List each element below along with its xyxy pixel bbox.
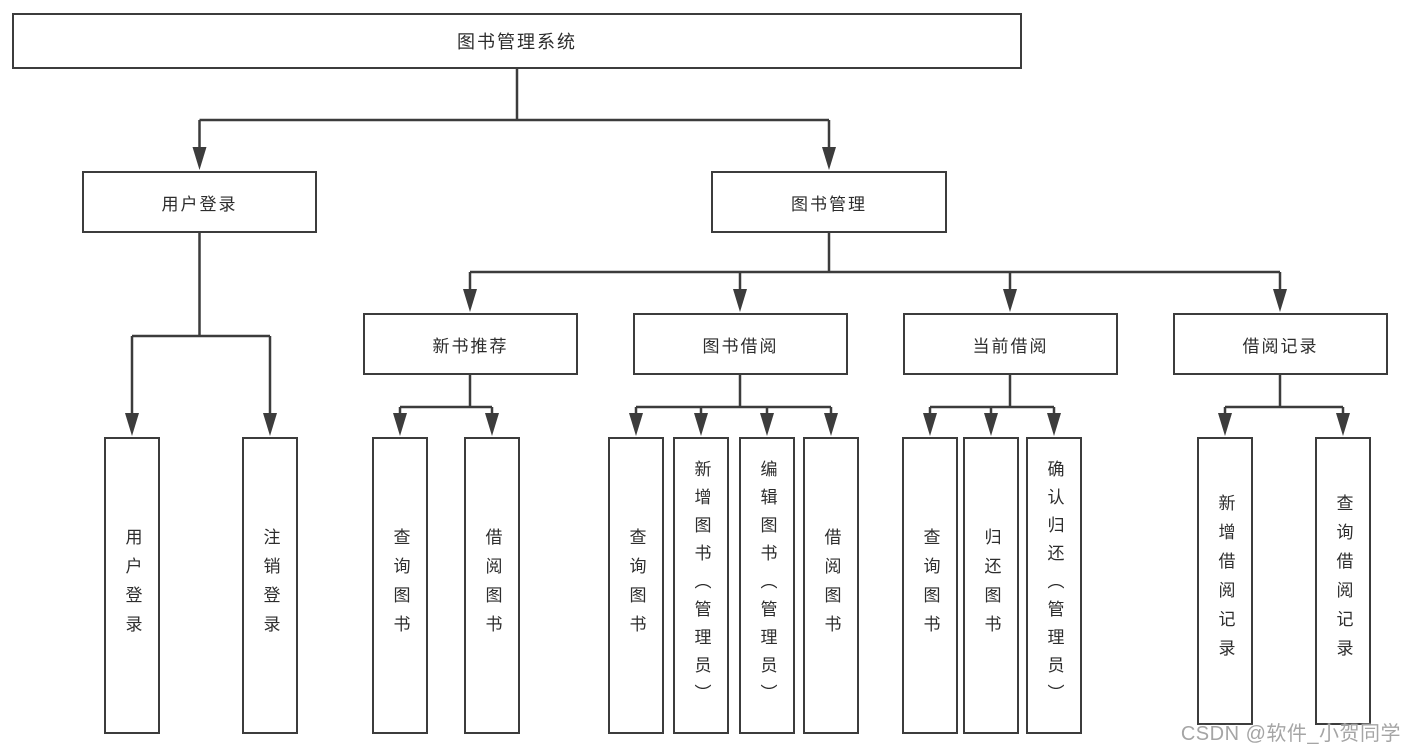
node-library-system: 图书管理系统	[12, 13, 1022, 69]
leaf-query-books-current-label: 查询图书	[920, 527, 940, 644]
leaf-borrow-books-recommend: 借阅图书	[464, 437, 520, 734]
leaf-add-borrow-record-label: 新增借阅记录	[1215, 494, 1235, 668]
leaf-query-books-recommend: 查询图书	[372, 437, 428, 734]
node-user-login-label: 用户登录	[161, 194, 238, 214]
node-current-borrowing: 当前借阅	[903, 313, 1118, 375]
leaf-query-books-borrow-label: 查询图书	[626, 527, 646, 644]
leaf-confirm-return-admin: 确认归还（管理员）	[1026, 437, 1082, 734]
leaf-borrow-books: 借阅图书	[803, 437, 859, 734]
arrowheads	[125, 147, 1350, 436]
leaf-borrow-books-recommend-label: 借阅图书	[482, 527, 502, 644]
leaf-confirm-return-admin-label: 确认归还（管理员）	[1044, 459, 1064, 712]
leaf-add-borrow-record: 新增借阅记录	[1197, 437, 1253, 725]
node-library-system-label: 图书管理系统	[457, 32, 577, 52]
leaf-query-borrow-record: 查询借阅记录	[1315, 437, 1371, 725]
node-book-borrowing-label: 图书借阅	[702, 336, 779, 356]
leaf-logout-label: 注销登录	[260, 527, 280, 644]
node-borrowing-records-label: 借阅记录	[1242, 336, 1319, 356]
leaf-logout: 注销登录	[242, 437, 298, 734]
csdn-watermark: CSDN @软件_小贺同学	[1180, 723, 1401, 745]
leaf-user-login: 用户登录	[104, 437, 160, 734]
leaf-edit-books-admin-label: 编辑图书（管理员）	[757, 459, 777, 712]
node-book-management: 图书管理	[711, 171, 947, 233]
leaf-query-books-current: 查询图书	[902, 437, 958, 734]
node-borrowing-records: 借阅记录	[1173, 313, 1388, 375]
leaf-query-books-borrow: 查询图书	[608, 437, 664, 734]
node-new-book-recommend-label: 新书推荐	[432, 336, 509, 356]
leaf-add-books-admin: 新增图书（管理员）	[673, 437, 729, 734]
node-user-login: 用户登录	[82, 171, 317, 233]
node-new-book-recommend: 新书推荐	[363, 313, 578, 375]
leaf-return-books-label: 归还图书	[981, 527, 1001, 644]
node-book-management-label: 图书管理	[791, 194, 867, 214]
leaf-edit-books-admin: 编辑图书（管理员）	[739, 437, 795, 734]
node-current-borrowing-label: 当前借阅	[972, 336, 1049, 356]
node-book-borrowing: 图书借阅	[633, 313, 848, 375]
leaf-query-borrow-record-label: 查询借阅记录	[1333, 494, 1353, 668]
leaf-query-books-recommend-label: 查询图书	[390, 527, 410, 644]
leaf-add-books-admin-label: 新增图书（管理员）	[691, 459, 711, 712]
leaf-return-books: 归还图书	[963, 437, 1019, 734]
leaf-borrow-books-label: 借阅图书	[821, 527, 841, 644]
leaf-user-login-label: 用户登录	[122, 527, 142, 644]
